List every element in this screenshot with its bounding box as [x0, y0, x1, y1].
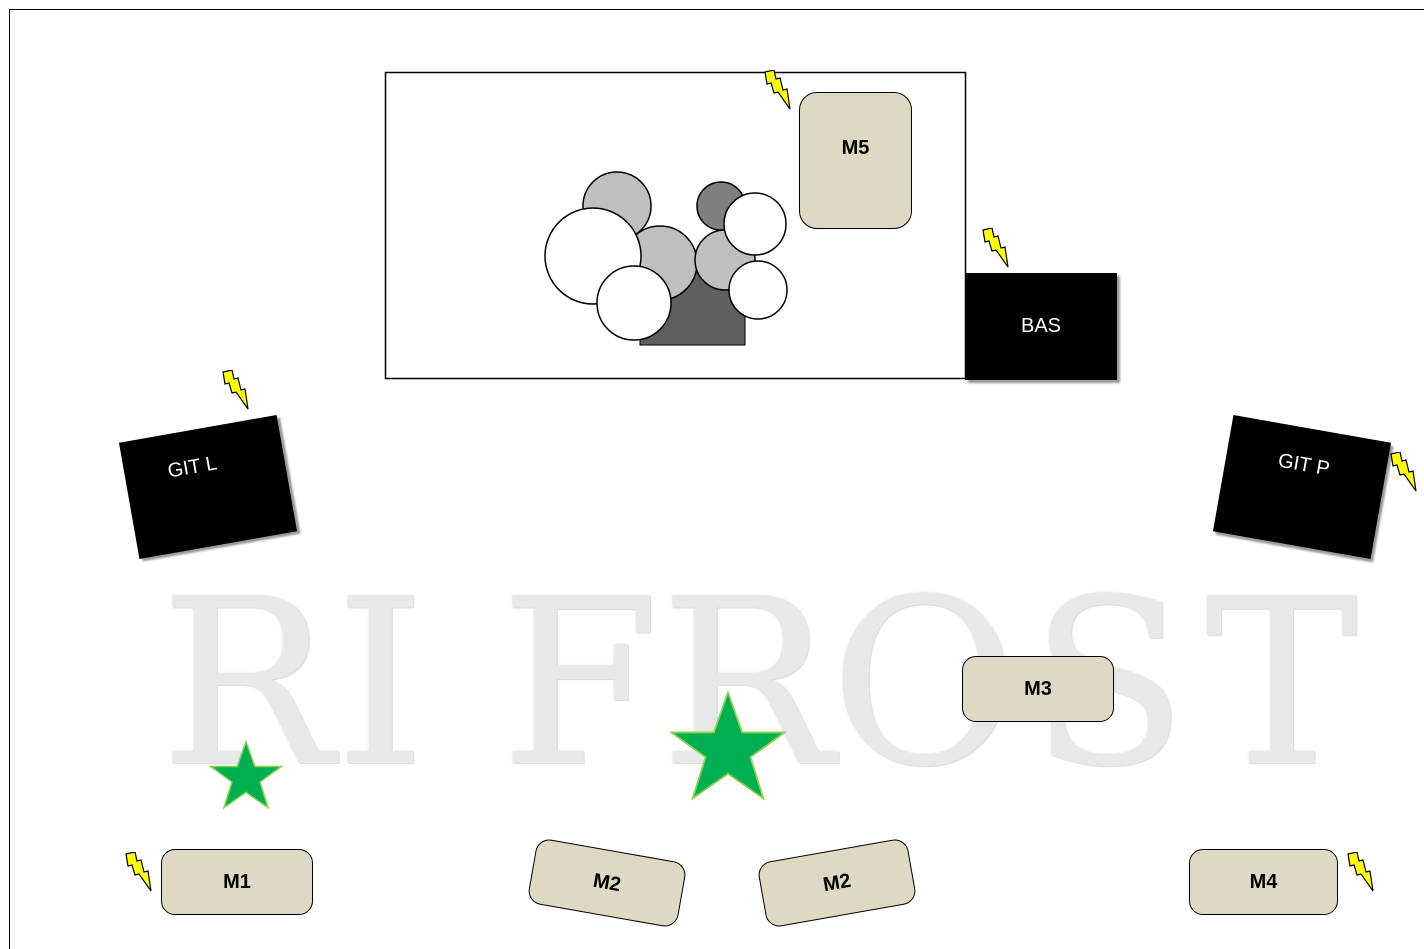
monitor-m5: M5 [799, 92, 912, 229]
star-icon [208, 740, 284, 810]
monitor-m3-label: M3 [1024, 677, 1052, 700]
monitor-m2-left-label: M2 [591, 869, 623, 896]
backdrop-letter: I [335, 551, 426, 818]
backdrop-letter: T [1205, 551, 1359, 818]
bass-amp-label: BAS [1020, 315, 1062, 337]
monitor-m3: M3 [962, 656, 1114, 722]
monitor-m1: M1 [161, 849, 313, 915]
monitor-m1-label: M1 [223, 870, 251, 893]
backdrop-letter: F [500, 551, 660, 818]
star-icon [668, 690, 788, 801]
monitor-m2-right-label: M2 [821, 869, 853, 896]
power-bolt-icon [982, 228, 1009, 268]
power-bolt-icon [222, 370, 249, 410]
stage-frame [9, 9, 1424, 949]
drum-kit-icon [544, 171, 788, 346]
guitar-right-amp-label: GIT P [1276, 449, 1332, 480]
power-bolt-icon [1390, 452, 1417, 492]
power-bolt-icon [1347, 852, 1374, 892]
monitor-m4-label: M4 [1249, 870, 1278, 893]
power-bolt-icon [125, 852, 152, 892]
power-bolt-icon [764, 70, 791, 110]
bass-amp: BAS [965, 273, 1117, 380]
band-name-backdrop: R I F R O S T [130, 560, 1380, 820]
guitar-left-amp-label: GIT L [165, 451, 219, 483]
monitor-m4: M4 [1189, 849, 1338, 915]
monitor-m5-label: M5 [841, 137, 870, 159]
